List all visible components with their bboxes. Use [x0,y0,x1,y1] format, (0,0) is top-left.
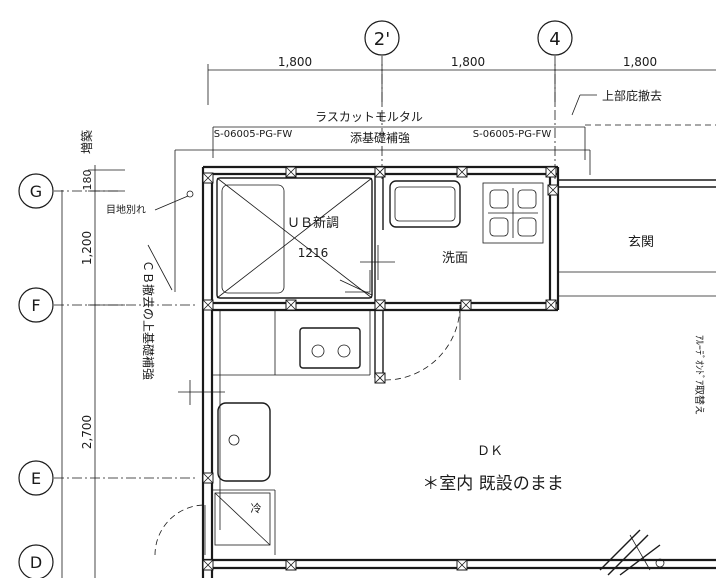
column-marker [202,472,214,484]
room-label-dk: ＤＫ [477,444,503,459]
dimension-label: 2,700 [80,415,94,449]
room-label-fridge: 冷 [251,502,262,515]
doors [154,270,461,556]
grid-row-d: D [18,544,54,578]
note-eave-removal: 上部庇撤去 [602,88,662,103]
column-marker [460,299,472,311]
addition-marker: 増築 [79,130,94,154]
column-marker [374,299,386,311]
dimension-label: 1,800 [278,55,312,69]
dimension-label: 180 [81,170,94,191]
column-marker [545,166,557,178]
grid-row-label: G [30,182,42,201]
note-foundation-reinforce: 添基礎補強 [350,131,410,145]
walls [201,165,716,578]
grid-column-label: 4 [549,29,560,50]
room-label-entrance: 玄関 [628,235,654,250]
washroom: 洗面 [389,180,544,266]
column-marker [202,299,214,311]
dimension-label: 1,800 [451,55,485,69]
dimension-label: 1,800 [623,55,657,69]
note-joint-separation: 目地別れ [106,203,146,216]
grid-row-f: F [18,287,54,323]
column-marker [285,166,297,178]
note-cb-removal: ＣＢ撤去の上基礎補強 [141,260,156,380]
cross-marks [178,245,395,405]
column-marker [285,559,297,571]
column-marker [456,559,468,571]
grid-row-label: D [30,553,42,572]
unit-bath: ＵＢ新調 1216 [216,177,373,299]
grid-row-g: G [18,173,54,209]
column-marker [456,166,468,178]
grid-column-label: 2' [374,29,390,50]
top-dimension: 1,800 1,800 1,800 [207,55,716,105]
stairs [599,529,665,576]
column-marker [547,184,559,196]
column-markers [202,166,559,571]
left-dimension: 180 1,200 2,700 増築 [79,130,125,578]
kitchen-sink [217,402,271,482]
grid-row-e: E [18,460,54,496]
dimension-label: 1,200 [80,231,94,265]
column-marker [545,299,557,311]
window-label: S-06005-PG-FW [473,129,552,140]
grid-lines [54,56,556,479]
grid-column-2prime: 2' [364,20,400,56]
column-marker [285,299,297,311]
fridge: 冷 [214,492,271,546]
note-door-replace: ｱﾙｰﾃﾞｵﾝﾄﾞｱ取替え [693,335,706,415]
grid-row-label: F [31,296,40,315]
grid-column-4: 4 [537,20,573,56]
extension-outline [174,149,591,292]
column-marker [374,166,386,178]
note-existing-interior: ＊室内 既設のまま [422,474,563,494]
column-marker [202,559,214,571]
note-lath-cut-mortar: ラスカットモルタル [315,110,423,124]
room-label-washroom: 洗面 [442,251,468,266]
room-label-unit-bath: ＵＢ新調 [287,215,339,231]
grid-row-label: E [31,469,41,488]
room-label-unit-bath-size: 1216 [298,246,329,260]
window-label: S-06005-PG-FW [214,129,293,140]
stove [299,327,361,369]
column-marker [202,172,214,184]
column-marker [374,372,386,384]
